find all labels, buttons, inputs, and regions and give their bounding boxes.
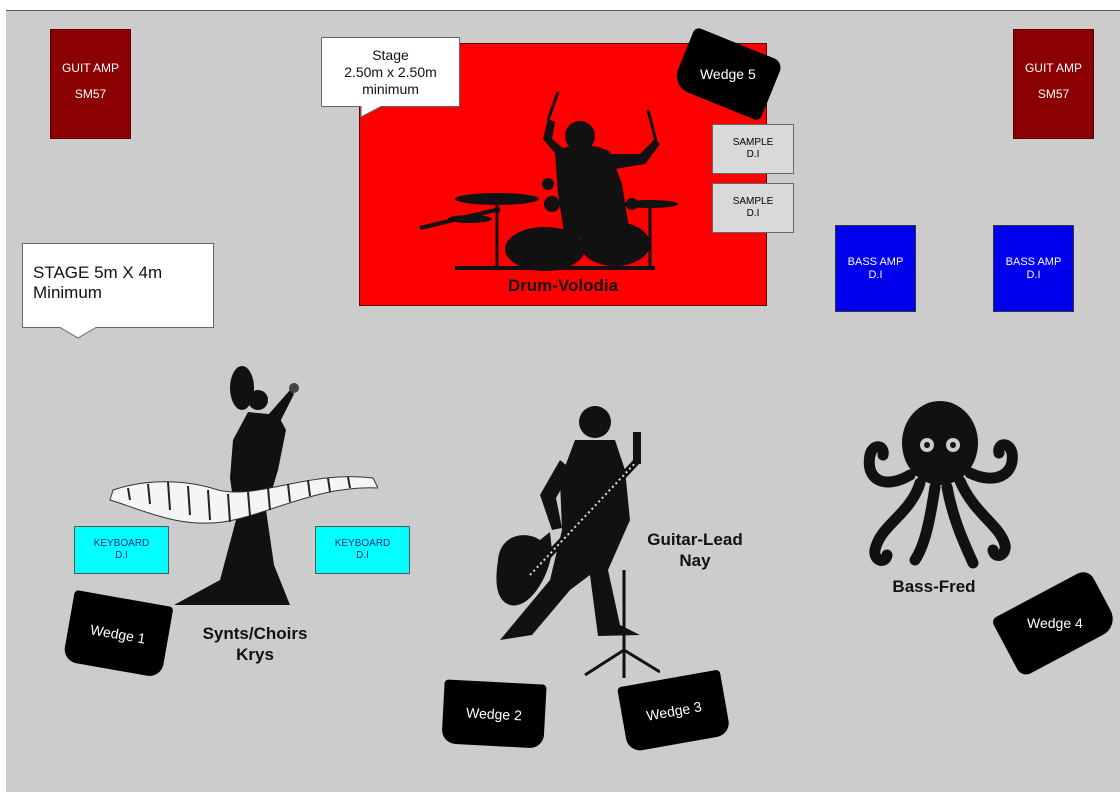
drum-riser-callout: Stage 2.50m x 2.50m minimum xyxy=(321,37,460,118)
bass-amp-1: BASS AMP D.I xyxy=(835,225,916,312)
drummer-silhouette-icon xyxy=(419,91,678,271)
bass-player-label: Bass-Fred xyxy=(892,577,976,596)
wedge-4-label: Wedge 4 xyxy=(1027,615,1083,631)
wedge-3-label: Wedge 3 xyxy=(645,698,703,724)
drummer-name-label: Drum-Volodia xyxy=(507,276,619,295)
stage-size-callout: STAGE 5m X 4m Minimum xyxy=(22,243,214,339)
bass-amp-2-line1: BASS AMP xyxy=(1005,255,1062,268)
stage-size-line1: STAGE 5m X 4m xyxy=(33,263,163,282)
guitar-amp-right-mic: SM57 xyxy=(1037,87,1070,101)
sample-di-1-line1: SAMPLE xyxy=(732,137,774,148)
sample-di-1: SAMPLE D.I xyxy=(712,124,794,174)
sample-di-2: SAMPLE D.I xyxy=(712,183,794,233)
keyboard-di-left: KEYBOARD D.I xyxy=(74,526,169,574)
octopus-icon xyxy=(863,401,1018,569)
guitar-amp-left-mic: SM57 xyxy=(74,87,107,101)
stage-size-line2: Minimum xyxy=(33,283,102,302)
guitar-amp-right-label: GUIT AMP xyxy=(1024,61,1083,75)
bass-amp-1-line2: D.I xyxy=(868,268,883,281)
guitar-amp-left: GUIT AMP SM57 xyxy=(50,29,131,139)
wedge-2-label: Wedge 2 xyxy=(465,704,523,724)
synth-player-label: Synts/Choirs Krys xyxy=(180,623,330,665)
guitar-amp-left-label: GUIT AMP xyxy=(61,61,120,75)
keyboard-di-left-line1: KEYBOARD xyxy=(93,538,150,549)
synth-player-line2: Krys xyxy=(236,645,274,664)
guitar-player-label: Guitar-Lead Nay xyxy=(640,529,750,571)
synth-player-line1: Synts/Choirs xyxy=(202,624,308,643)
keyboard-di-left-line2: D.I xyxy=(115,550,128,561)
wedge-5-label: Wedge 5 xyxy=(699,66,756,82)
bass-amp-2: BASS AMP D.I xyxy=(993,225,1074,312)
keyboard-di-right-line2: D.I xyxy=(356,550,369,561)
bass-amp-1-line1: BASS AMP xyxy=(847,255,904,268)
guitar-amp-right: GUIT AMP SM57 xyxy=(1013,29,1094,139)
sample-di-1-line2: D.I xyxy=(746,149,760,160)
sample-di-2-line2: D.I xyxy=(746,208,760,219)
guitarist-silhouette-icon xyxy=(496,406,660,678)
drum-riser-callout-line3: minimum xyxy=(362,81,419,97)
wedge-1-label: Wedge 1 xyxy=(89,621,147,647)
singer-keyboard-silhouette-icon xyxy=(109,366,378,605)
guitar-player-line1: Guitar-Lead xyxy=(647,530,743,549)
keyboard-di-right-line1: KEYBOARD xyxy=(334,538,391,549)
guitar-player-line2: Nay xyxy=(679,551,711,570)
drum-riser-callout-line1: Stage xyxy=(372,47,409,63)
keyboard-di-right: KEYBOARD D.I xyxy=(315,526,410,574)
wedge-2: Wedge 2 xyxy=(441,679,547,749)
bass-amp-2-line2: D.I xyxy=(1026,268,1041,281)
drum-riser-callout-line2: 2.50m x 2.50m xyxy=(344,64,437,80)
sample-di-2-line1: SAMPLE xyxy=(732,196,774,207)
